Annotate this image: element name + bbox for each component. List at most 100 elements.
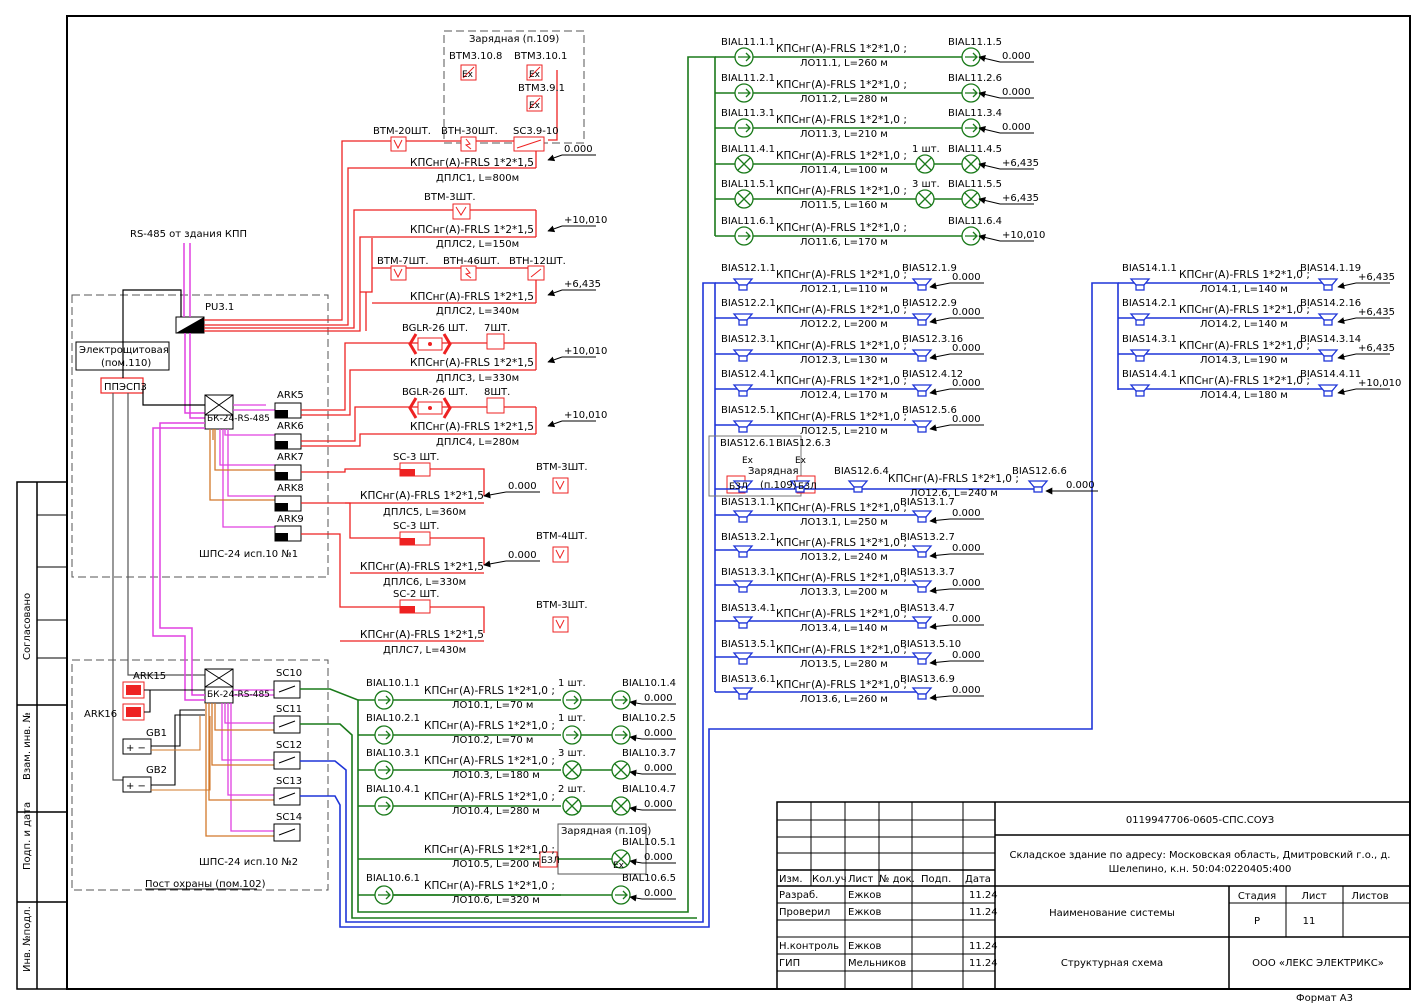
- lo13-cable: КПСнг(А)-FRLS 1*2*1,0 ;: [776, 537, 907, 549]
- lo10-line-id: ЛО10.3, L=180 м: [452, 770, 540, 781]
- dpls-device-count: SC-2 ШТ.: [393, 589, 439, 600]
- horn-icon: [732, 480, 754, 493]
- lo13-line-id: ЛО13.5, L=280 м: [800, 659, 888, 670]
- lo10-end: BIAL10.6.5: [622, 873, 676, 884]
- sc-label: SC13: [276, 776, 302, 787]
- drawing-frame: [16, 15, 1411, 990]
- lo11-start: BIAL11.1.1: [721, 37, 775, 48]
- dpls-cable: КПСнг(А)-FRLS 1*2*1,5: [410, 291, 534, 303]
- lo10-start: BIAL10.3.1: [366, 748, 420, 759]
- lo12-line-id: ЛО12.4, L=170 м: [800, 390, 888, 401]
- dpls-line-id: ДПЛС6, L=330м: [383, 577, 466, 588]
- lo13-level: 0.000: [952, 578, 981, 589]
- paper-format: Формат А3: [1296, 993, 1353, 1004]
- leader-arrow: [978, 197, 1001, 205]
- lamp-arrow-icon: [961, 118, 981, 138]
- leader-arrow: [483, 560, 507, 568]
- bk-label: БК-24-RS-485: [207, 414, 270, 424]
- leader-arrow: [629, 858, 643, 866]
- trunk-wiring: [300, 56, 1119, 928]
- lo11-level: 0.000: [1002, 51, 1031, 62]
- horn-icon: [1317, 278, 1339, 291]
- lo11-end: BIAL11.1.5: [948, 37, 1002, 48]
- stamp-column-header: Дата: [965, 874, 991, 885]
- leader-arrow: [547, 420, 563, 428]
- lamp-arrow-icon: [734, 83, 754, 103]
- horn-icon: [1027, 480, 1049, 493]
- lo11-end: BIAL11.6.4: [948, 216, 1002, 227]
- lo13-start: BIAS13.1.1: [721, 497, 776, 508]
- horn-icon: [911, 687, 933, 700]
- stamp-name: Ежков: [848, 907, 881, 918]
- ark-label: ARK9: [277, 514, 304, 525]
- lo11-end: BIAL11.3.4: [948, 108, 1002, 119]
- dpls-device-count: BTM-3ШТ.: [536, 600, 588, 611]
- lo12-start: BIAS12.6.1: [720, 438, 775, 449]
- lo14-level: +10,010: [1358, 378, 1401, 389]
- dpls-device-count: BTM-7ШТ.: [377, 256, 429, 267]
- leader-arrow: [929, 353, 951, 361]
- lo10-level: 0.000: [644, 888, 673, 899]
- dpls-line-id: ДПЛС2, L=150м: [436, 239, 519, 250]
- lo12-line-id: ЛО12.2, L=200 м: [800, 319, 888, 330]
- leader-arrow: [978, 126, 1001, 134]
- lo10-end: BIAL10.4.7: [622, 784, 676, 795]
- lo14-line-id: ЛО14.3, L=190 м: [1200, 355, 1288, 366]
- dpls-level: 0.000: [564, 144, 593, 155]
- lamp-x-icon: [961, 154, 981, 174]
- dpls-level: +6,435: [564, 279, 601, 290]
- ppesp-label: ППЭСП3: [104, 382, 147, 393]
- lo12-line-id: ЛО12.3, L=130 м: [800, 355, 888, 366]
- lo10-level: 0.000: [644, 763, 673, 774]
- title-block: [776, 801, 1411, 990]
- dpls-device-count: BGLR-26 ШТ.: [402, 387, 468, 398]
- lo14-cable: КПСнг(А)-FRLS 1*2*1,0 ;: [1179, 269, 1310, 281]
- horn-icon: [1317, 349, 1339, 362]
- dpls-line-id: ДПЛС5, L=360м: [383, 507, 466, 518]
- sheet-header: Лист: [1301, 891, 1327, 902]
- lo14-start: BIAS14.1.1: [1122, 263, 1177, 274]
- lamp-arrow-icon: [374, 796, 394, 816]
- lo10-line-id: ЛО10.1, L=70 м: [452, 700, 533, 711]
- lo11-start: BIAL11.4.1: [721, 144, 775, 155]
- charging-box-room: (п.109): [760, 480, 797, 491]
- bzl-label: БЗЛ: [798, 482, 817, 492]
- leader-arrow: [929, 551, 951, 559]
- lo11-line-id: ЛО11.2, L=280 м: [800, 94, 888, 105]
- lo10-count: 1 шт.: [558, 713, 586, 724]
- room110-number: (пом.110): [101, 358, 151, 369]
- room-label: Пост охраны (пом.102): [145, 879, 266, 890]
- horn-icon: [911, 349, 933, 362]
- side-label: Согласовано: [22, 593, 33, 660]
- leader-arrow: [629, 769, 643, 777]
- dpls-level: +10,010: [564, 410, 607, 421]
- bzl-label: БЗЛ: [541, 856, 560, 866]
- lo12-cable: КПСнг(А)-FRLS 1*2*1,0 ;: [776, 411, 907, 423]
- lo10-cable: КПСнг(А)-FRLS 1*2*1,0 ;: [424, 685, 555, 697]
- lo13-level: 0.000: [952, 614, 981, 625]
- lo14-start: BIAS14.3.1: [1122, 334, 1177, 345]
- dpls-level: +10,010: [564, 215, 607, 226]
- lo11-line-id: ЛО11.3, L=210 м: [800, 129, 888, 140]
- battery-label: GB1: [146, 728, 167, 739]
- lo13-end: BIAS13.1.7: [900, 497, 955, 508]
- lo12-line-id: ЛО12.1, L=110 м: [800, 284, 888, 295]
- side-label: Инв. №подл.: [22, 906, 33, 972]
- lo10-count: 1 шт.: [558, 678, 586, 689]
- lo11-end: BIAL11.5.5: [948, 179, 1002, 190]
- battery-label: GB2: [146, 765, 167, 776]
- leader-arrow: [929, 693, 951, 701]
- btm-label: BTM3.10.8: [449, 51, 502, 62]
- lo14-cable: КПСнг(А)-FRLS 1*2*1,0 ;: [1179, 340, 1310, 352]
- lamp-x-icon: [961, 189, 981, 209]
- charging-room-label: Зарядная (п.109): [469, 34, 559, 45]
- leader-arrow: [1337, 282, 1357, 290]
- lo10-count: 2 шт.: [558, 784, 586, 795]
- lo12-end: BIAS12.3.16: [902, 334, 963, 345]
- diagram-labels: RS-485 от здания КППPU3.1Электрощитовая(…: [79, 34, 1401, 906]
- dpls-device-count: BGLR-26 ШТ.: [402, 323, 468, 334]
- dpls-cable: КПСнг(А)-FRLS 1*2*1,5: [360, 490, 484, 502]
